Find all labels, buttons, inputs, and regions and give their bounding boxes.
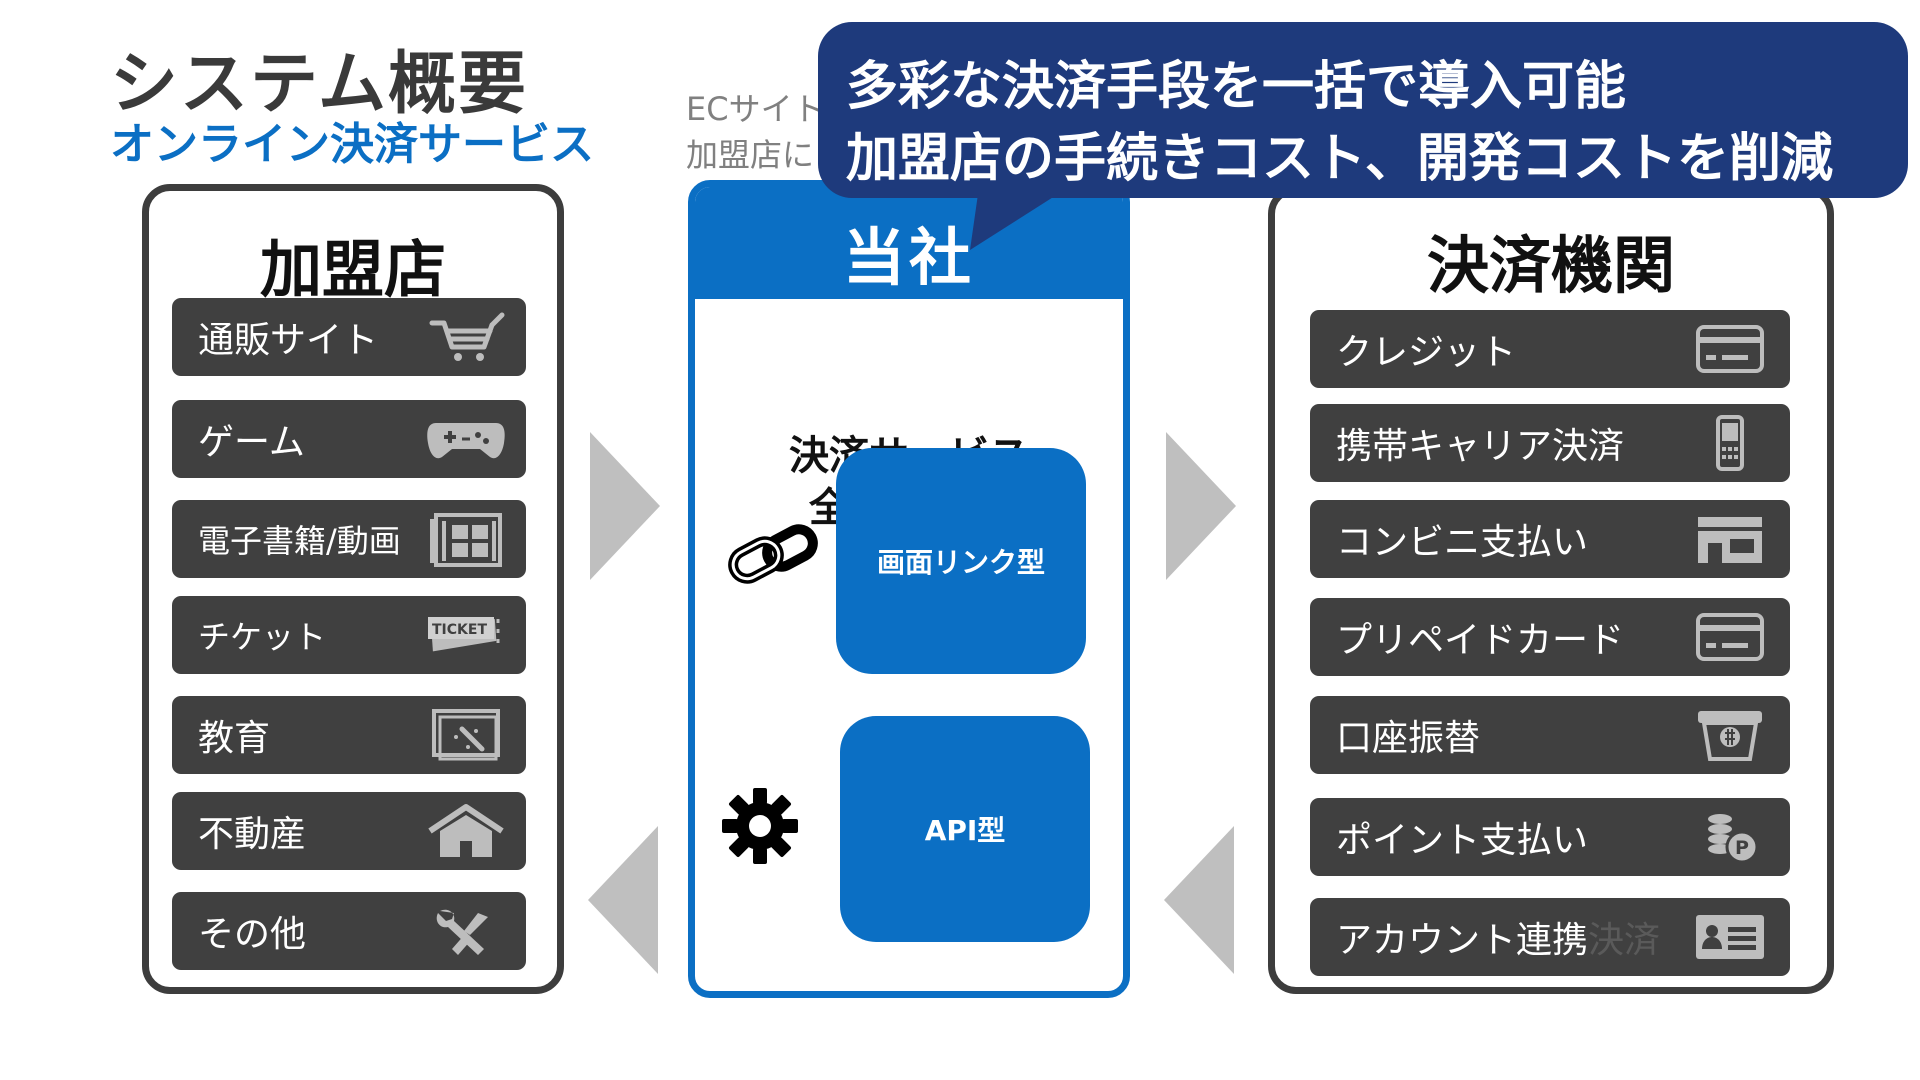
merchant-item-ebooks-video: 電子書籍/動画 [172,500,526,578]
tools-icon [426,903,506,959]
points-icon: P [1690,809,1770,865]
credit-card-icon [1690,321,1770,377]
callout-line1: 多彩な決済手段を一括で導入可能 [846,57,1627,117]
provider-item-prepaid: プリペイドカード [1310,598,1790,676]
provider-item-label: 口座振替 [1336,718,1481,759]
education-icon [426,707,506,763]
provider-item-points: ポイント支払い P [1310,798,1790,876]
merchant-item-label: チケット [198,618,327,656]
company-panel-title: 当社 [842,221,975,294]
provider-item-label: プリペイドカード [1336,620,1625,661]
provider-item-label: 携帯キャリア決済 [1336,426,1625,467]
link-icon [728,524,818,584]
hidden-text-line2: 加盟店に [686,136,815,174]
provider-item-label: コンビニ支払い [1336,522,1589,563]
provider-item-carrier: 携帯キャリア決済 [1310,404,1790,482]
provider-item-label: ポイント支払い [1336,820,1589,861]
arrow-left-icon [1164,826,1234,974]
merchant-item-label: ゲーム [198,422,305,463]
gamepad-icon [426,411,506,467]
merchant-item-ecommerce: 通販サイト [172,298,526,376]
provider-item-label: アカウント連携 [1336,920,1589,961]
merchant-item-game: ゲーム [172,400,526,478]
merchant-item-label: 不動産 [198,814,307,855]
callout-box [818,22,1908,198]
atm-icon [1690,707,1770,763]
shopping-cart-icon [426,309,506,365]
merchant-item-label: その他 [198,914,307,955]
id-card-icon [1690,909,1770,965]
provider-item-label: クレジット [1336,332,1517,373]
provider-item-convenience-store: コンビニ支払い [1310,500,1790,578]
merchant-panel-title: 加盟店 [259,233,446,306]
svg-text:P: P [1735,837,1749,859]
svg-text:TICKET: TICKET [432,622,487,638]
convenience-store-icon [1690,511,1770,567]
merchant-item-label: 教育 [198,718,271,759]
film-icon [426,511,506,567]
house-icon [426,803,506,859]
page-subtitle: オンライン決済サービス [110,119,594,170]
provider-item-label-wrap: アカウント連携決済 [1336,911,1660,963]
merchant-item-education: 教育 [172,696,526,774]
page-title: システム概要 [110,45,528,124]
arrow-left-icon [588,826,658,974]
mobile-phone-icon [1690,415,1770,471]
merchant-item-ticket: チケット TICKET [172,596,526,674]
company-panel-header [695,187,1123,299]
provider-item-credit: クレジット [1310,310,1790,388]
merchant-item-real-estate: 不動産 [172,792,526,870]
provider-item-bank-transfer: 口座振替 [1310,696,1790,774]
ticket-icon: TICKET [426,607,506,663]
merchant-item-label: 電子書籍/動画 [198,522,401,560]
provider-panel-title: 決済機関 [1426,229,1675,302]
merchant-item-other: その他 [172,892,526,970]
screen-link-method-label: 画面リンク型 [876,546,1045,579]
provider-item-account-link: アカウント連携決済 [1310,898,1790,976]
prepaid-card-icon [1690,609,1770,665]
api-method-label: API型 [924,814,1006,847]
hidden-text-line1: ECサイト [686,90,825,128]
callout-line2: 加盟店の手続きコスト、開発コストを削減 [846,129,1833,189]
merchant-item-label: 通販サイト [198,320,379,361]
arrow-right-icon [590,432,660,580]
provider-item-ghost-suffix: 決済 [1588,920,1661,961]
screen-link-method: 画面リンク型 [836,448,1086,674]
api-method: API型 [840,716,1090,942]
gear-icon [722,788,798,864]
arrow-right-icon [1166,432,1236,580]
